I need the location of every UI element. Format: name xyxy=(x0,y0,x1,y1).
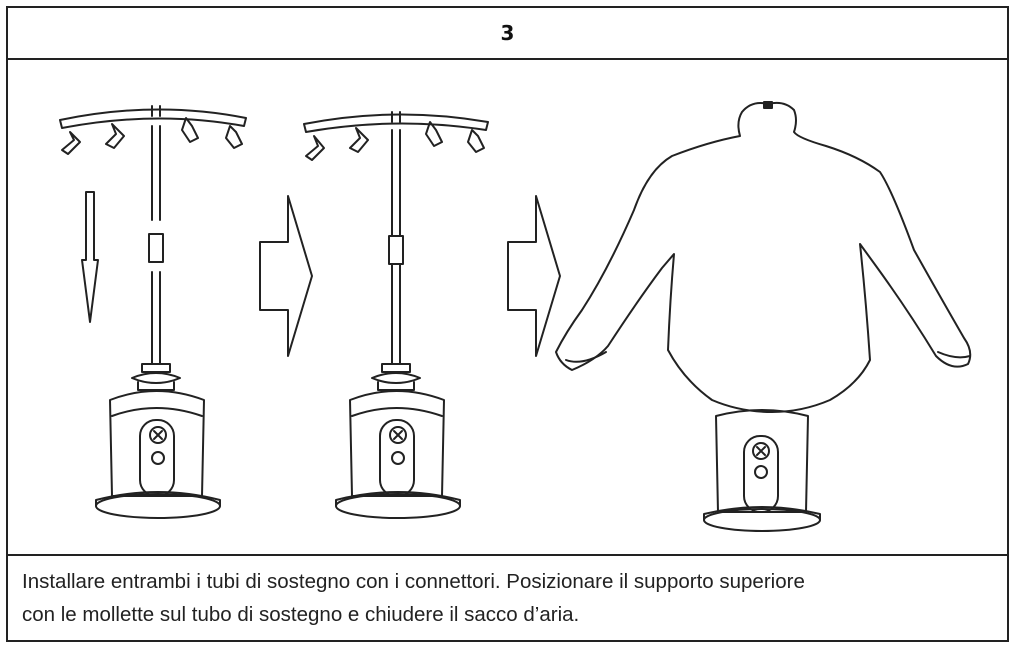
step-illustration xyxy=(8,60,1007,554)
shirt-airbag-icon xyxy=(555,101,972,413)
stand-assembled xyxy=(303,111,489,519)
tube-connector-icon xyxy=(148,233,164,263)
arrow-right-icon xyxy=(507,195,561,357)
clip-icon xyxy=(61,117,243,155)
arrow-down-icon xyxy=(81,191,99,323)
instruction-step-frame: 3 xyxy=(6,6,1009,642)
step-number: 3 xyxy=(8,8,1007,60)
base-unit-icon xyxy=(335,390,461,519)
arrow-right-icon xyxy=(259,195,313,357)
clip-icon xyxy=(305,121,485,161)
hanger-icon xyxy=(59,105,247,155)
stand-with-air-bag xyxy=(555,101,972,532)
caption-line-2: con le mollette sul tubo di sostegno e c… xyxy=(22,603,580,626)
stand-separated-tubes xyxy=(59,105,247,519)
base-unit-icon xyxy=(95,390,221,519)
base-unit-icon xyxy=(703,409,821,532)
tube-connector-icon xyxy=(388,235,404,265)
caption-line-1: Installare entrambi i tubi di sostegno c… xyxy=(22,570,805,593)
instruction-caption: Installare entrambi i tubi di sostegno c… xyxy=(8,554,1007,640)
hanger-icon xyxy=(303,111,489,161)
